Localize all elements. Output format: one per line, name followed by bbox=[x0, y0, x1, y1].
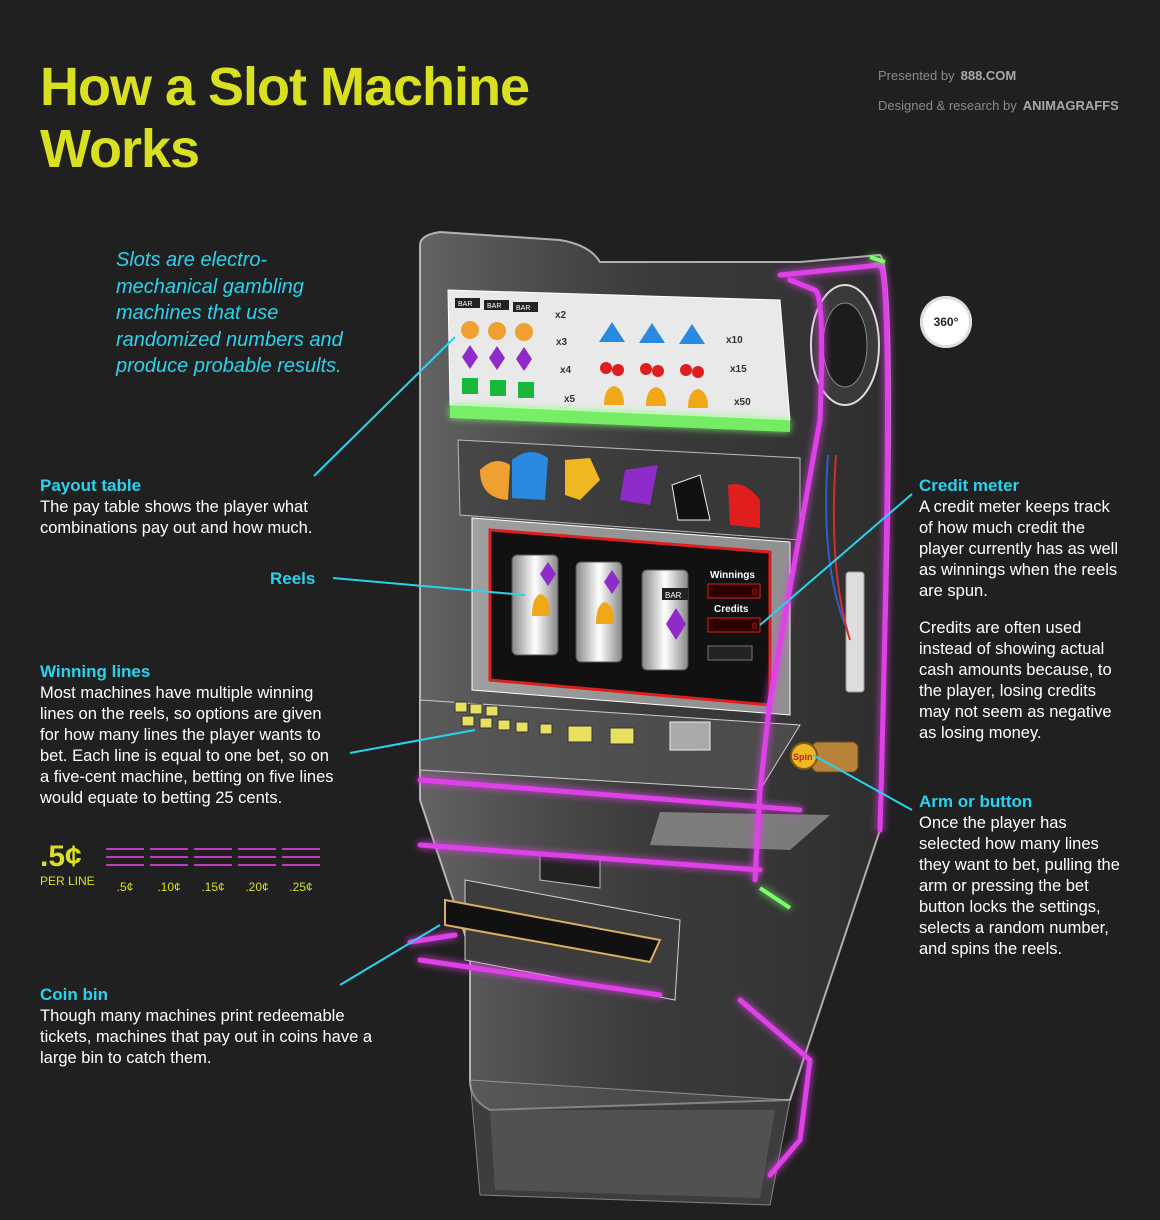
main-display: BAR Winnings 0 Credits 0 bbox=[471, 517, 791, 716]
multiplier-x10: x10 bbox=[726, 335, 743, 346]
multiplier-x50: x50 bbox=[734, 397, 751, 408]
winning-lines-leader-line bbox=[349, 729, 476, 754]
reels-annotation: Reels bbox=[270, 569, 315, 590]
per-line-label: PER LINE bbox=[40, 874, 95, 888]
orange-circle-symbols bbox=[461, 321, 533, 341]
bet-option-3-value: .15¢ bbox=[201, 880, 225, 894]
payout-table-annotation: Payout table The pay table shows the pla… bbox=[40, 476, 360, 539]
credits-meter-value: 0 bbox=[752, 621, 757, 631]
bet-option-2: .10¢ bbox=[150, 848, 188, 894]
bar-text-2: BAR bbox=[487, 303, 501, 310]
speaker bbox=[810, 284, 880, 406]
multiplier-x15: x15 bbox=[730, 364, 747, 375]
arm-button-heading: Arm or button bbox=[919, 792, 1033, 811]
multiplier-x3: x3 bbox=[556, 337, 568, 348]
bet-option-5: .25¢ bbox=[282, 848, 320, 894]
payout-table-heading: Payout table bbox=[40, 476, 142, 495]
bet-option-4-value: .20¢ bbox=[245, 880, 269, 894]
arm-button-annotation: Arm or button Once the player has select… bbox=[919, 792, 1124, 960]
cherry-symbols bbox=[600, 362, 704, 378]
bet-option-5-value: .25¢ bbox=[289, 880, 313, 894]
credit-meter-description-2: Credits are often used instead of showin… bbox=[919, 619, 1112, 742]
button-deck bbox=[419, 699, 801, 791]
coin-bin-heading: Coin bin bbox=[40, 985, 108, 1004]
credit-meter-annotation: Credit meter A credit meter keeps track … bbox=[919, 476, 1124, 744]
multiplier-x5: x5 bbox=[564, 394, 576, 405]
winning-lines-description: Most machines have multiple winning line… bbox=[40, 684, 334, 807]
coin-bin-description: Though many machines print redeemable ti… bbox=[40, 1007, 373, 1067]
designed-by-credit: Designed & research by ANIMAGRAFFS bbox=[878, 98, 1119, 113]
reels-leader-line bbox=[332, 577, 526, 596]
bet-option-1: .5¢ bbox=[106, 848, 144, 894]
credit-meter-description: A credit meter keeps track of how much c… bbox=[919, 498, 1118, 600]
presented-by-credit: Presented by 888.COM bbox=[878, 68, 1016, 83]
coin-bin bbox=[444, 812, 830, 1001]
bet-price-per-line: .5¢ PER LINE bbox=[40, 840, 95, 889]
credit-meter-leader-line bbox=[759, 493, 913, 626]
reels-heading: Reels bbox=[270, 569, 316, 588]
presented-by-value: 888.COM bbox=[960, 68, 1017, 83]
payout-multipliers: x2 x3 x4 x5 x10 x15 x50 bbox=[555, 310, 751, 408]
winnings-meter-value: 0 bbox=[752, 587, 757, 597]
bar-symbols: BAR BAR BAR bbox=[455, 298, 538, 312]
bar-text-3: BAR bbox=[516, 305, 530, 312]
presented-by-label: Presented by bbox=[878, 68, 955, 83]
payout-table-description: The pay table shows the player what comb… bbox=[40, 498, 313, 537]
credit-meter-heading: Credit meter bbox=[919, 476, 1020, 495]
bet-option-2-value: .10¢ bbox=[157, 880, 181, 894]
spin-button: Spin bbox=[790, 741, 859, 773]
bell-symbols bbox=[604, 386, 708, 408]
coin-bin-leader-line bbox=[339, 924, 441, 986]
multiplier-x2: x2 bbox=[555, 310, 567, 321]
leader-lines bbox=[313, 336, 913, 986]
spin-button-text: Spin bbox=[793, 752, 813, 762]
designed-by-value: ANIMAGRAFFS bbox=[1022, 98, 1119, 113]
bar-text-1: BAR bbox=[458, 301, 472, 308]
bet-line-buttons bbox=[454, 701, 635, 745]
page-title: How a Slot Machine Works bbox=[40, 57, 530, 179]
green-square-symbols bbox=[462, 378, 534, 398]
reel-3: BAR bbox=[641, 569, 689, 671]
payout-leader-line bbox=[313, 336, 456, 477]
bet-price-value: .5¢ bbox=[40, 840, 82, 873]
intro-text: Slots are electro-mechanical gambling ma… bbox=[116, 249, 343, 377]
reel-bar-text: BAR bbox=[665, 591, 682, 600]
neon-trim bbox=[407, 262, 890, 1178]
reel-1 bbox=[511, 554, 559, 656]
bet-option-1-value: .5¢ bbox=[116, 880, 134, 894]
reel-2 bbox=[575, 561, 623, 663]
rotate-360-badge[interactable]: 360° bbox=[920, 296, 972, 348]
payout-table-panel: BAR BAR BAR bbox=[447, 289, 791, 432]
winnings-label: Winnings bbox=[710, 570, 755, 581]
credits-label: Credits bbox=[714, 604, 749, 615]
bet-option-4: .20¢ bbox=[238, 848, 276, 894]
purple-diamond-symbols bbox=[462, 345, 532, 371]
neon-green-trim bbox=[758, 255, 886, 910]
blue-triangle-symbols bbox=[599, 322, 705, 344]
winning-lines-heading: Winning lines bbox=[40, 662, 151, 681]
coin-bin-annotation: Coin bin Though many machines print rede… bbox=[40, 985, 385, 1069]
winning-lines-annotation: Winning lines Most machines have multipl… bbox=[40, 662, 335, 809]
bet-option-3: .15¢ bbox=[194, 848, 232, 894]
designed-by-label: Designed & research by bbox=[878, 98, 1017, 113]
arm-button-description: Once the player has selected how many li… bbox=[919, 814, 1120, 958]
multiplier-x4: x4 bbox=[560, 365, 572, 376]
upper-reel-window bbox=[457, 439, 801, 541]
arm-button-leader-line bbox=[812, 754, 913, 811]
